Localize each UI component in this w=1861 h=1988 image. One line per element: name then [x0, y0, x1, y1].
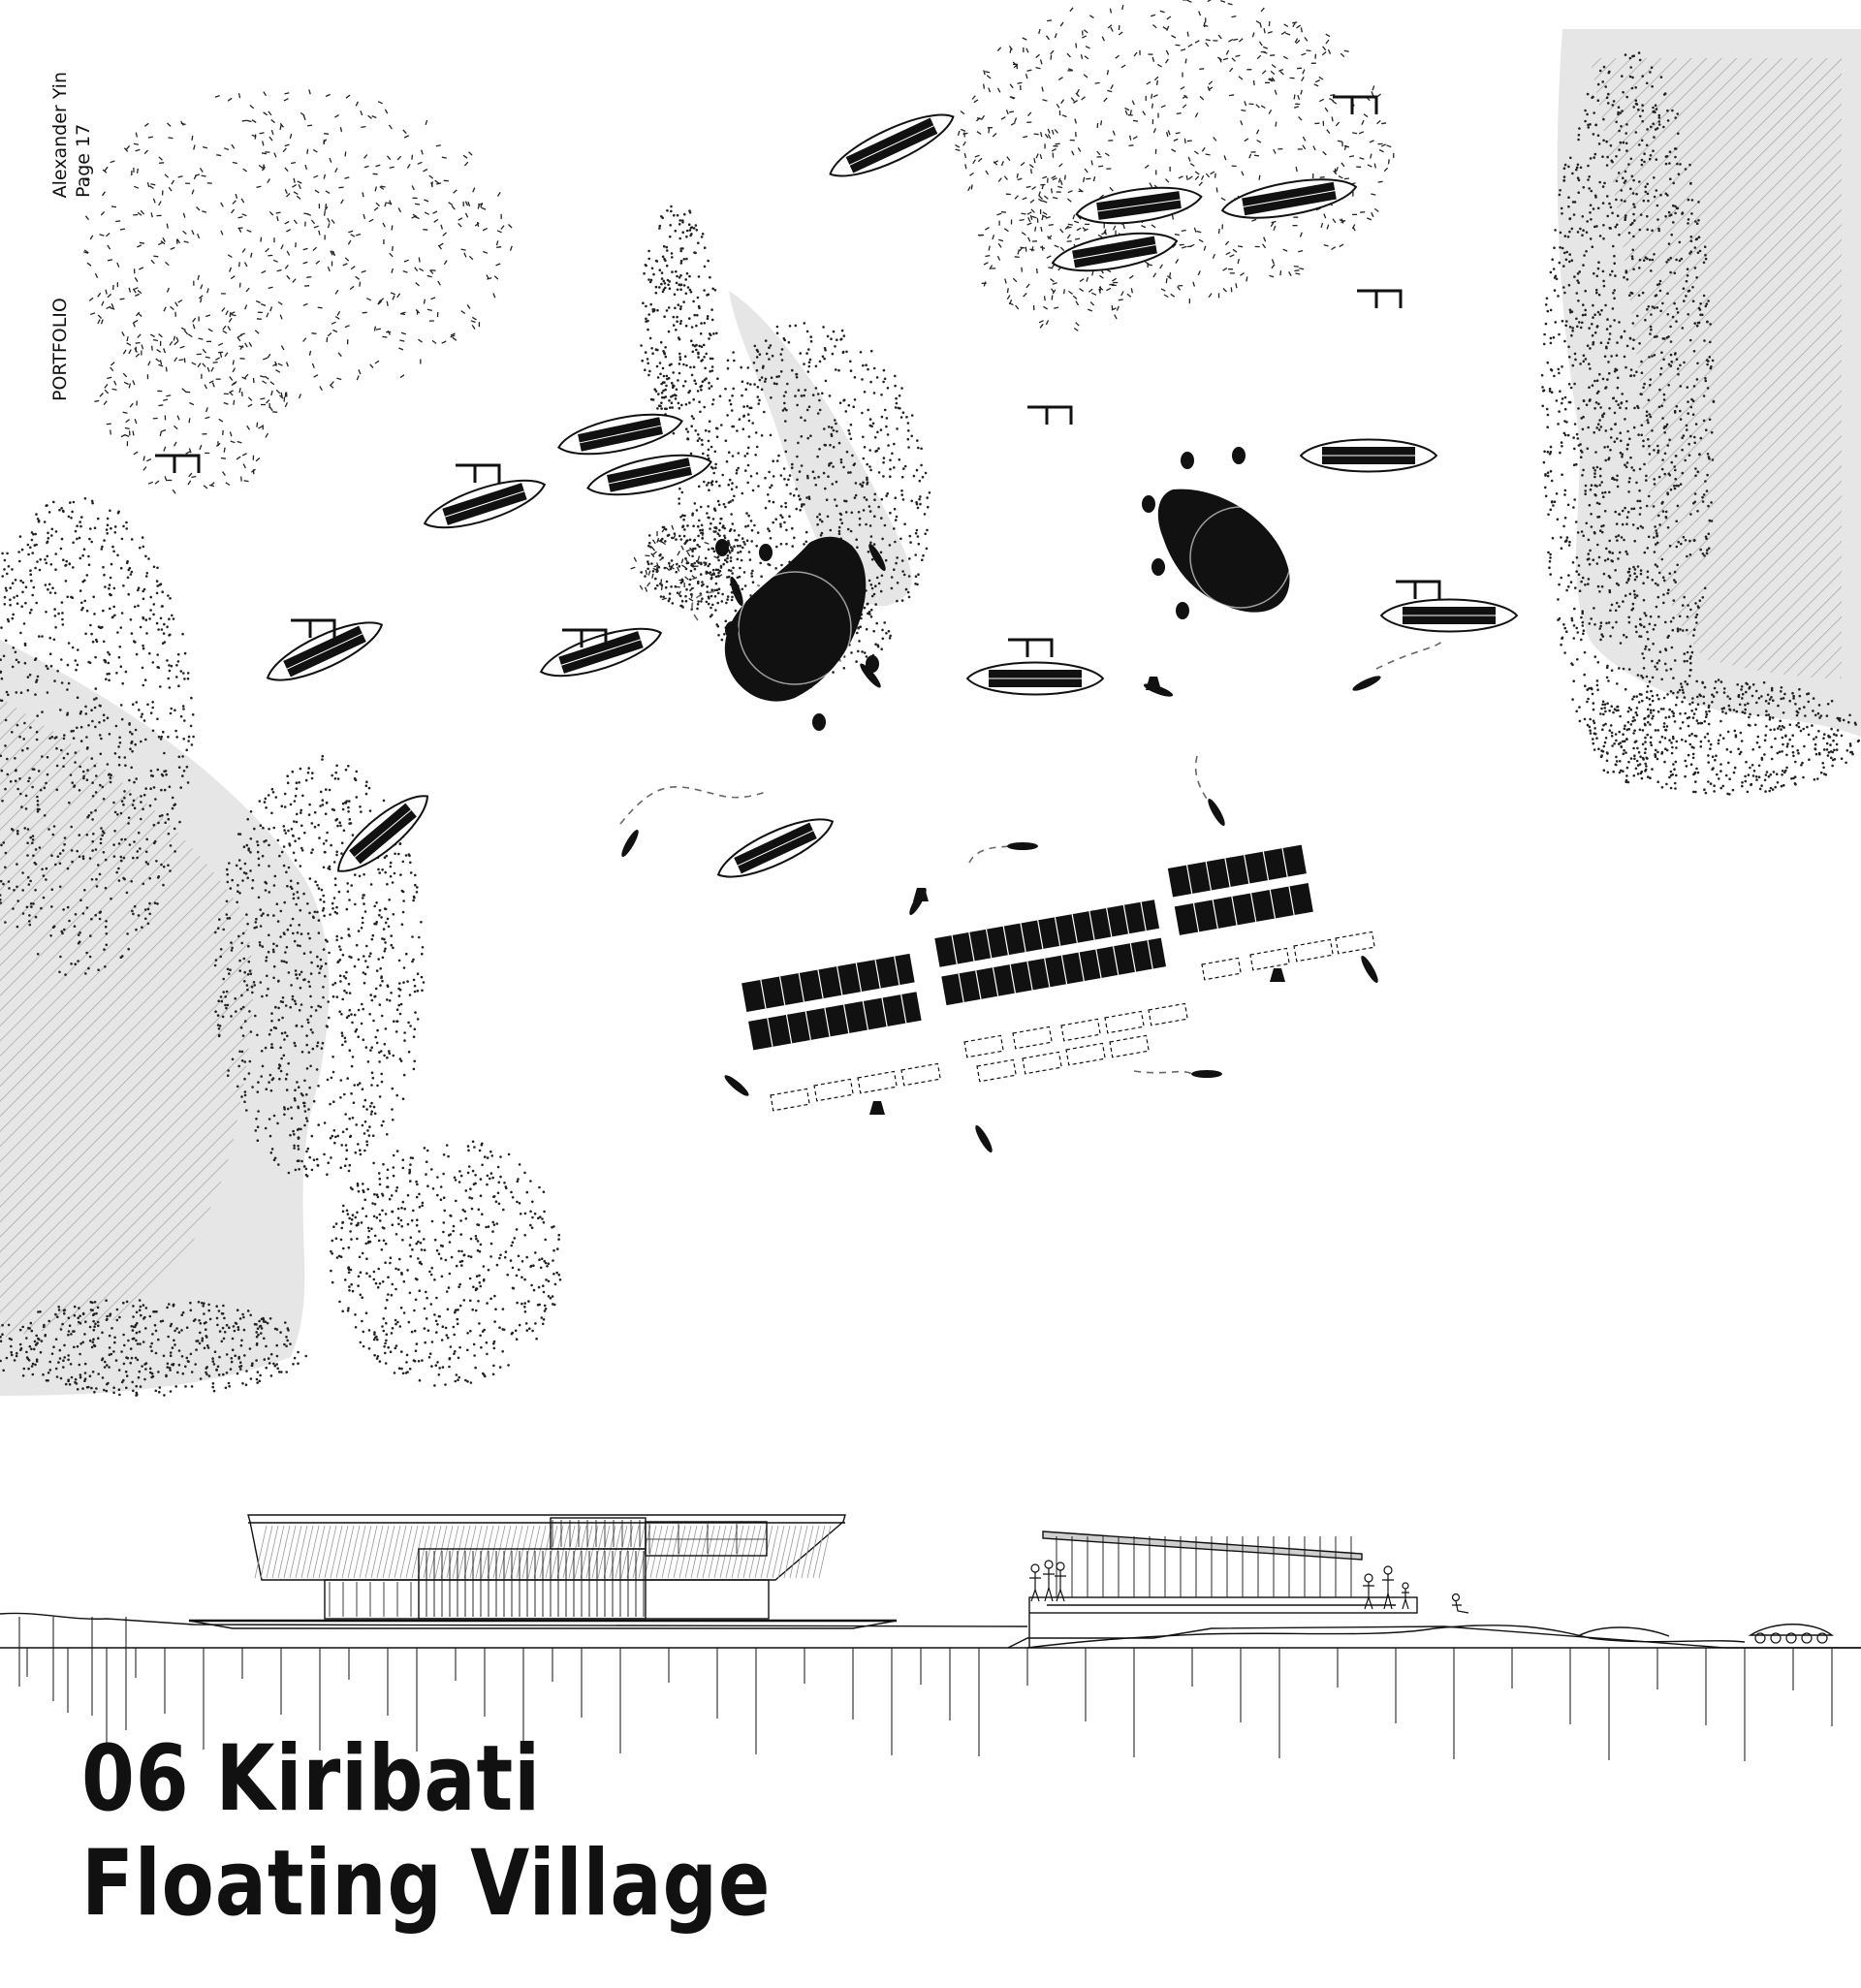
- land-right: [1557, 29, 1861, 737]
- boat-houses: [155, 95, 1519, 878]
- floating-row-left: [741, 953, 922, 1051]
- portfolio-header: PORTFOLIO Alexander Yin Page 17: [48, 72, 95, 401]
- figures-left: [1029, 1560, 1066, 1602]
- island-left: [724, 536, 867, 702]
- project-title-line2: Floating Village: [81, 1831, 772, 1937]
- author-name: Alexander Yin: [49, 72, 71, 199]
- page-number: Page 17: [73, 123, 94, 198]
- elevation-section-drawing: [0, 1514, 1861, 1761]
- canoes: [621, 544, 1381, 1152]
- small-rocks: [715, 447, 1246, 731]
- project-number: 06: [81, 1726, 190, 1832]
- portfolio-label: PORTFOLIO: [49, 298, 71, 401]
- figures-right: [1363, 1565, 1469, 1614]
- floating-row-right: [1167, 844, 1313, 935]
- island-right: [1157, 489, 1292, 613]
- land-left: [0, 640, 330, 1396]
- floating-row-center: [934, 899, 1167, 1006]
- reef-stipple: [0, 51, 1860, 1397]
- project-title-line1: Kiribati: [215, 1726, 542, 1832]
- future-plots-dashed: [770, 931, 1375, 1112]
